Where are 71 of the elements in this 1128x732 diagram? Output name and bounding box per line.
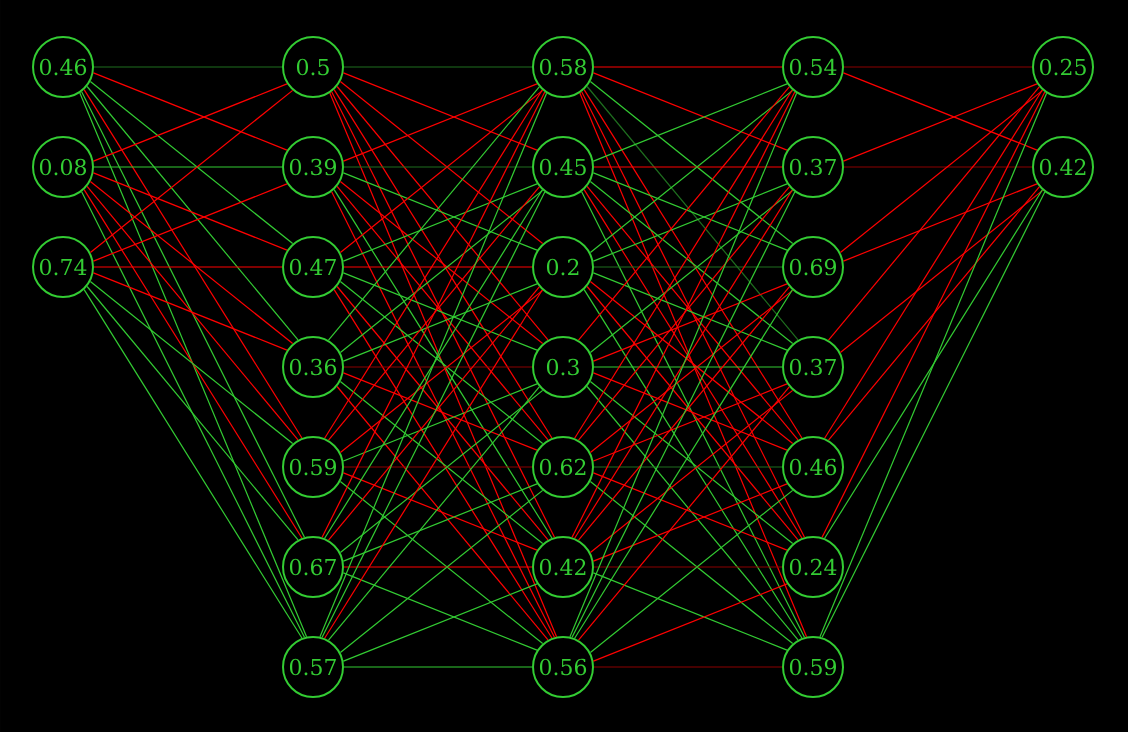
connection-line: [79, 92, 308, 638]
connection-line: [342, 83, 538, 162]
connection-line: [842, 83, 1038, 162]
connection-line: [342, 272, 538, 351]
connection-line: [592, 572, 788, 651]
connection-line: [342, 283, 538, 362]
connection-line: [839, 89, 1044, 254]
connection-line: [86, 85, 299, 341]
connection-line: [86, 185, 299, 441]
connection-line: [593, 166, 783, 168]
connection-line: [821, 91, 1046, 538]
connection-line: [592, 383, 788, 462]
connection-line: [93, 66, 283, 68]
connection-line: [342, 172, 538, 251]
connection-line: [592, 172, 788, 251]
connection-line: [843, 166, 1033, 168]
connection-line: [81, 91, 306, 538]
connection-line: [592, 583, 788, 662]
connection-line: [827, 86, 1040, 341]
connection-line: [342, 383, 538, 462]
connection-line: [592, 72, 788, 151]
connection-line: [342, 572, 538, 651]
connection-line: [593, 266, 783, 268]
connection-line: [342, 483, 538, 562]
connection-line: [819, 92, 1048, 638]
connection-line: [592, 483, 788, 562]
connection-line: [592, 283, 788, 362]
connection-line: [343, 466, 533, 468]
connection-line: [342, 472, 538, 551]
connection-line: [86, 285, 299, 541]
connection-line: [343, 566, 533, 568]
connection-line: [343, 266, 533, 268]
connection-line: [342, 372, 538, 451]
connection-line: [593, 466, 783, 468]
connection-line: [93, 166, 283, 168]
connection-line: [824, 89, 1043, 439]
connection-line: [342, 183, 538, 262]
connection-line: [89, 180, 294, 345]
connection-line: [593, 666, 783, 668]
connection-line: [92, 72, 288, 151]
connection-line: [83, 189, 303, 539]
connection-line: [342, 72, 538, 151]
connection-line: [92, 272, 288, 351]
connection-line: [821, 191, 1046, 638]
connection-line: [92, 183, 288, 262]
connection-line: [592, 272, 788, 351]
connection-line: [83, 289, 303, 639]
connection-line: [343, 66, 533, 68]
connection-line: [343, 366, 533, 368]
connection-line: [343, 166, 533, 168]
connection-line: [592, 472, 788, 551]
connection-line: [824, 189, 1043, 539]
connection-line: [93, 266, 283, 268]
connection-line: [593, 566, 783, 568]
connection-line: [827, 186, 1040, 441]
connection-line: [343, 666, 533, 668]
connection-line: [592, 183, 788, 262]
connection-line: [842, 183, 1038, 262]
connection-line: [342, 583, 538, 662]
connection-line: [83, 89, 303, 439]
connection-line: [81, 191, 306, 638]
connection-line: [839, 189, 1044, 354]
connection-line: [92, 172, 288, 251]
connection-line: [593, 366, 783, 368]
connection-line: [593, 66, 783, 68]
connection-line: [842, 72, 1038, 151]
connection-line: [92, 83, 288, 162]
connection-line: [89, 280, 294, 445]
connection-line: [592, 83, 788, 162]
connection-line: [592, 372, 788, 451]
connection-line: [843, 66, 1033, 68]
